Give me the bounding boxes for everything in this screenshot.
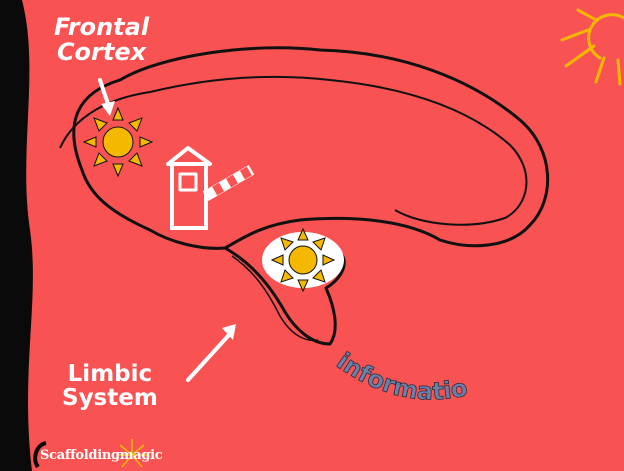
limbic-system-label: Limbic System (62, 362, 158, 410)
logo-text: Scaffoldingmagic (40, 448, 162, 463)
limbic-system-line2: System (62, 386, 158, 410)
limbic-sun-icon (272, 229, 334, 291)
left-black-strip (0, 0, 33, 471)
limbic-system-line1: Limbic (62, 362, 158, 386)
frontal-cortex-line1: Frontal (54, 15, 149, 40)
frontal-cortex-label: Frontal Cortex (54, 15, 149, 65)
frontal-sun-icon (84, 108, 152, 176)
frontal-cortex-line2: Cortex (54, 40, 149, 65)
